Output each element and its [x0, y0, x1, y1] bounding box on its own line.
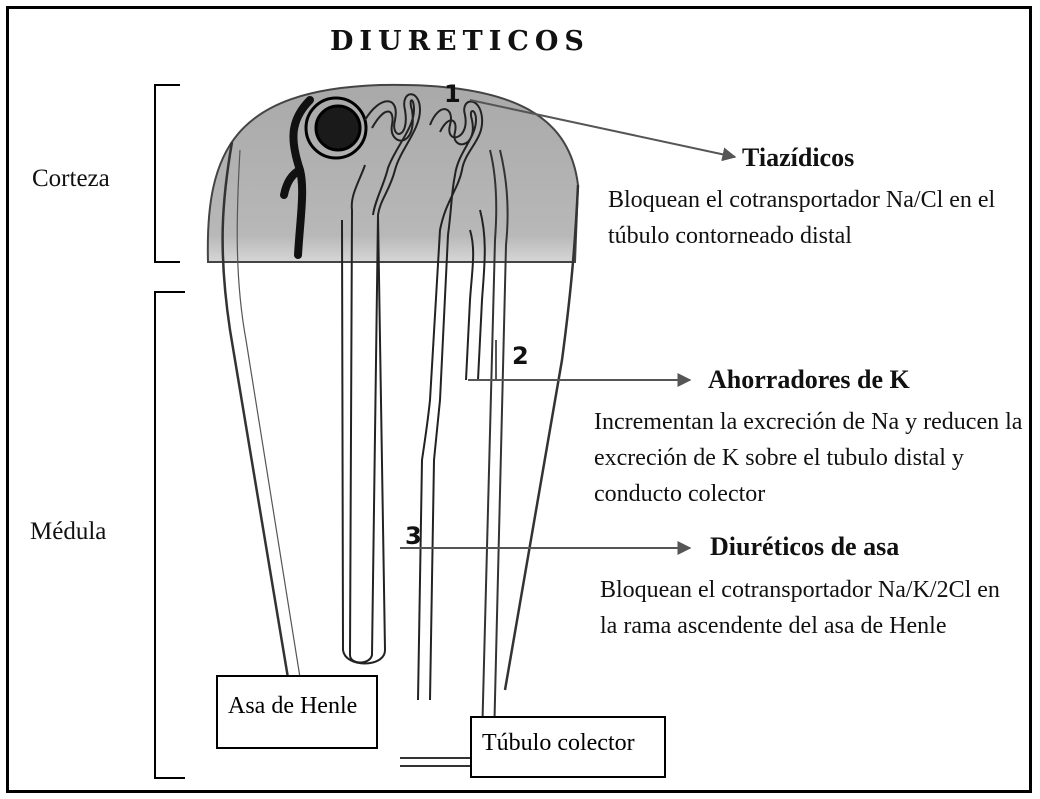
marker-3: 3 — [405, 522, 422, 550]
asa-description: Bloquean el cotransportador Na/K/2Cl en … — [600, 572, 1020, 644]
medula-bracket — [155, 292, 185, 778]
corteza-bracket — [155, 85, 180, 262]
tiazidicos-description: Bloquean el cotransportador Na/Cl en el … — [608, 182, 1028, 254]
tiazidicos-heading: Tiazídicos — [742, 143, 854, 173]
medula-label: Médula — [30, 518, 106, 546]
asa-de-henle-box: Asa de Henle — [216, 675, 378, 749]
diagram-title: DIURETICOS — [330, 26, 590, 57]
marker-1: 1 — [444, 80, 461, 108]
ahorradores-heading: Ahorradores de K — [708, 365, 910, 395]
ahorradores-description: Incrementan la excreción de Na y reducen… — [594, 404, 1032, 512]
marker-2: 2 — [512, 342, 529, 370]
asa-heading: Diuréticos de asa — [710, 532, 899, 562]
glomerulus — [316, 106, 360, 150]
corteza-label: Corteza — [32, 165, 110, 193]
tubulo-colector-box: Túbulo colector — [470, 716, 666, 778]
